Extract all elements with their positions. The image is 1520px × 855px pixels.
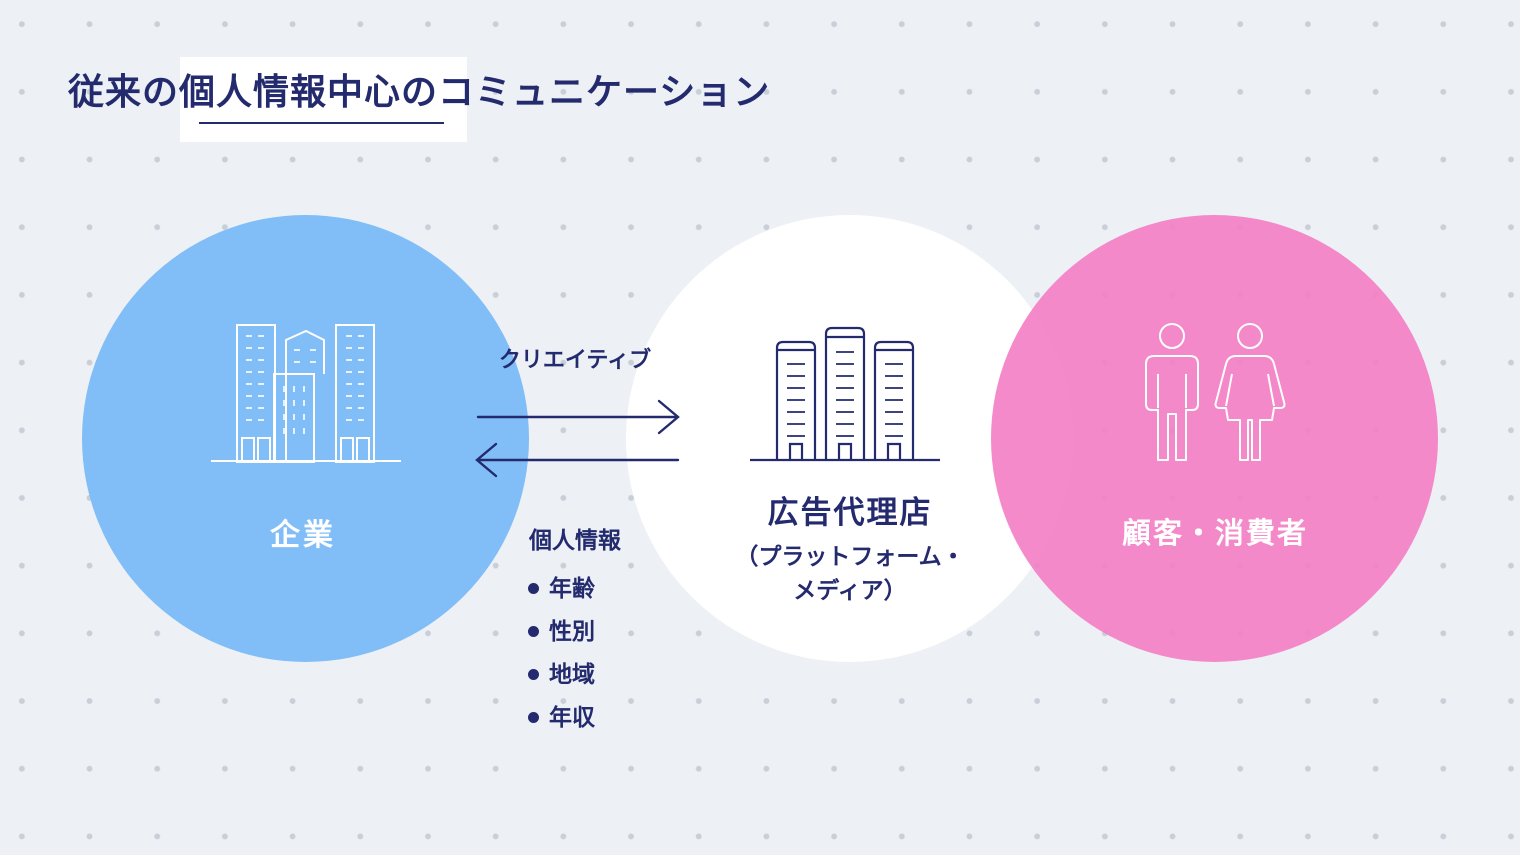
office-buildings-icon <box>211 324 401 463</box>
personal-info-list: 年齢 性別 地域 年収 <box>528 567 595 739</box>
bullet-icon <box>528 626 539 637</box>
title-underline <box>199 122 444 124</box>
agency-buildings-icon <box>750 326 940 462</box>
list-item: 性別 <box>528 610 595 653</box>
list-item-label: 年収 <box>549 704 595 731</box>
company-label: 企業 <box>270 518 336 553</box>
list-item: 年齢 <box>528 567 595 610</box>
page-title: 従来の個人情報中心のコミュニケーション <box>68 72 771 113</box>
company-circle <box>82 215 529 662</box>
consumer-circle <box>991 215 1438 662</box>
list-item: 地域 <box>528 653 595 696</box>
personal-info-flow-arrow-icon <box>475 442 680 478</box>
bullet-icon <box>528 712 539 723</box>
list-item-label: 地域 <box>549 661 595 688</box>
bullet-icon <box>528 669 539 680</box>
list-item: 年収 <box>528 696 595 739</box>
title-highlight <box>180 57 467 142</box>
creative-flow-label: クリエイティブ <box>498 348 652 373</box>
consumer-label: 顧客・消費者 <box>1121 516 1308 550</box>
list-item-label: 年齢 <box>549 575 595 602</box>
creative-flow-arrow-icon <box>476 399 680 435</box>
personal-info-flow-label: 個人情報 <box>529 528 621 554</box>
people-icon <box>1145 323 1286 461</box>
agency-label: 広告代理店 <box>767 495 933 531</box>
agency-sublabel: （プラットフォーム・ メディア） <box>735 544 965 604</box>
bullet-icon <box>528 583 539 594</box>
list-item-label: 性別 <box>549 618 595 645</box>
